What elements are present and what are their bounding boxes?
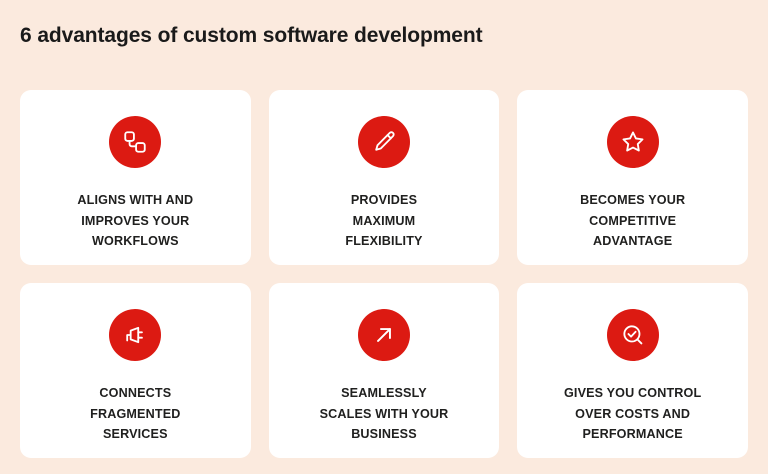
page-title: 6 advantages of custom software developm…: [20, 24, 483, 47]
advantage-card-4-label: CONNECTS FRAGMENTED SERVICES: [90, 386, 181, 441]
workflow-nodes-icon: [122, 129, 148, 155]
advantage-card-1-label: ALIGNS WITH AND IMPROVES YOUR WORKFLOWS: [77, 193, 194, 248]
advantage-card-3[interactable]: BECOMES YOUR COMPETITIVE ADVANTAGE: [517, 90, 748, 265]
advantage-card-2-label: PROVIDES MAXIMUM FLEXIBILITY: [345, 193, 423, 248]
advantage-card-3-label: BECOMES YOUR COMPETITIVE ADVANTAGE: [580, 193, 686, 248]
pencil-icon: [371, 129, 397, 155]
plug-icon: [122, 322, 148, 348]
advantage-card-4[interactable]: CONNECTS FRAGMENTED SERVICES: [20, 283, 251, 458]
advantage-card-5-label: SEAMLESSLY SCALES WITH YOUR BUSINESS: [319, 386, 449, 441]
icon-badge-2: [357, 116, 410, 168]
advantage-card-1[interactable]: ALIGNS WITH AND IMPROVES YOUR WORKFLOWS: [20, 90, 251, 265]
advantages-card-grid: ALIGNS WITH AND IMPROVES YOUR WORKFLOWS …: [20, 90, 748, 458]
icon-badge-4: [109, 309, 162, 361]
star-icon: [620, 129, 646, 155]
icon-badge-3: [606, 116, 659, 168]
advantage-card-6[interactable]: GIVES YOU CONTROL OVER COSTS AND PERFORM…: [517, 283, 748, 458]
arrow-up-right-icon: [371, 322, 397, 348]
advantage-card-5[interactable]: SEAMLESSLY SCALES WITH YOUR BUSINESS: [268, 283, 500, 458]
advantage-card-2[interactable]: PROVIDES MAXIMUM FLEXIBILITY: [268, 90, 500, 265]
magnifier-check-icon: [620, 322, 646, 348]
icon-badge-1: [109, 116, 162, 168]
advantage-card-6-label: GIVES YOU CONTROL OVER COSTS AND PERFORM…: [563, 386, 702, 441]
icon-badge-6: [606, 309, 659, 361]
icon-badge-5: [357, 309, 410, 361]
